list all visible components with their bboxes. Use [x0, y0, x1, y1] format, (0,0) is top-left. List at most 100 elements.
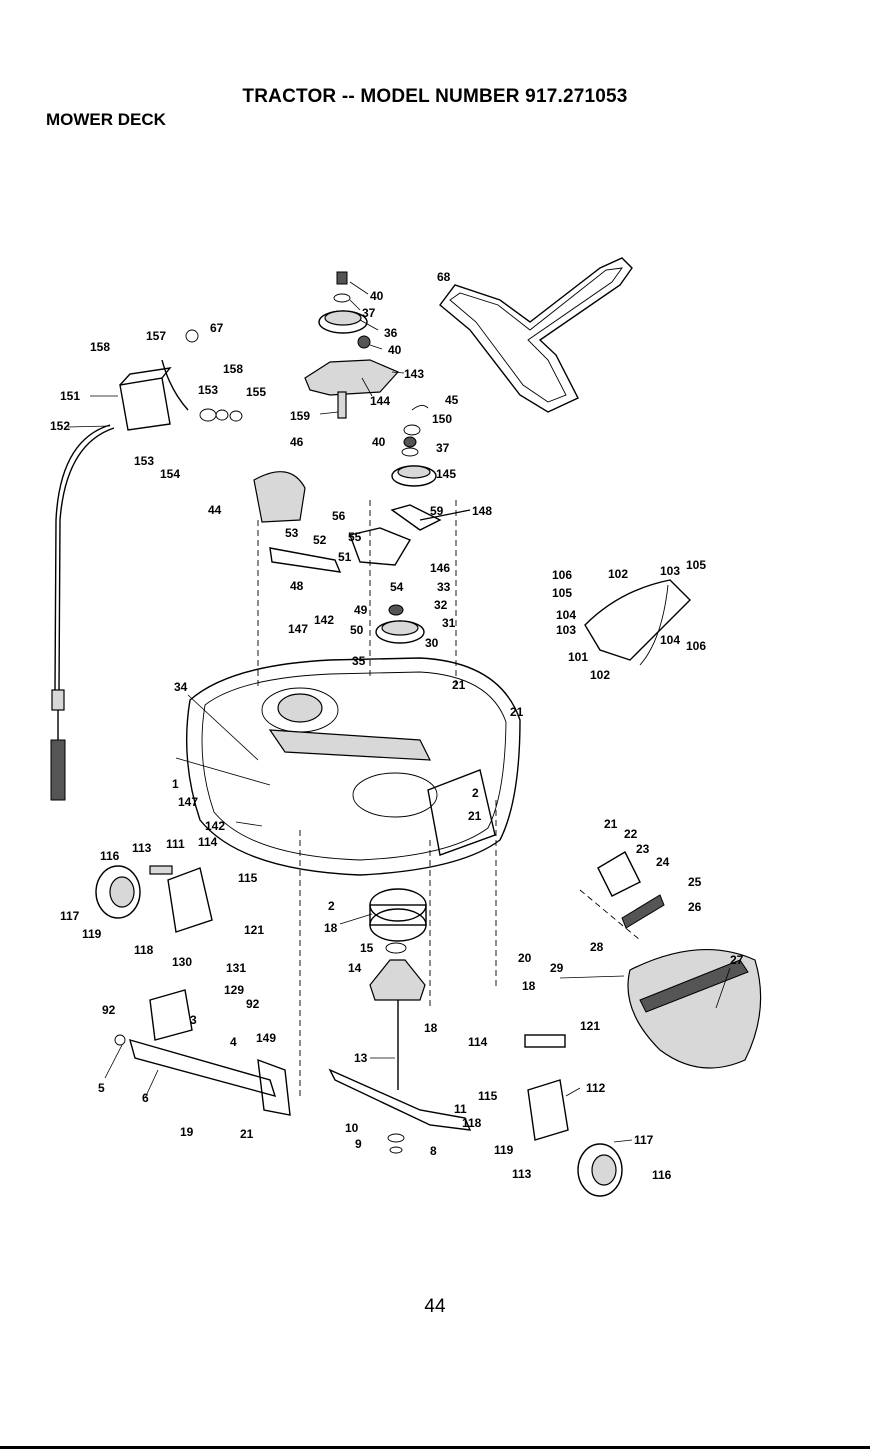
callout-label: 4: [230, 1035, 237, 1049]
callout-label: 32: [434, 598, 448, 612]
callout-label: 117: [634, 1133, 654, 1147]
callout-label: 148: [472, 504, 492, 518]
callout-label: 151: [60, 389, 80, 403]
callout-label: 119: [494, 1143, 514, 1157]
callout-label: 115: [478, 1089, 498, 1103]
callout-label: 50: [350, 623, 364, 637]
callout-label: 103: [660, 564, 680, 578]
callout-label: 154: [160, 467, 180, 481]
callout-label: 40: [388, 343, 402, 357]
leader-lines: [67, 281, 731, 1143]
callout-label: 112: [586, 1081, 606, 1095]
callout-label: 145: [436, 467, 456, 481]
callout-label: 92: [102, 1003, 116, 1017]
callout-label: 157: [146, 329, 166, 343]
callout-label: 22: [624, 827, 638, 841]
callout-label: 5: [98, 1081, 105, 1095]
callout-label: 104: [556, 608, 576, 622]
callout-label: 49: [354, 603, 368, 617]
callout-label: 37: [362, 306, 376, 320]
callout-label: 102: [608, 567, 628, 581]
callout-label: 118: [134, 943, 154, 957]
page-title: TRACTOR -- MODEL NUMBER 917.271053: [242, 86, 628, 107]
callout-label: 113: [512, 1167, 532, 1181]
callout-label: 143: [404, 367, 424, 381]
callout-label: 114: [468, 1035, 488, 1049]
belt-guard-and-idler: [253, 471, 471, 644]
callout-label: 153: [134, 454, 154, 468]
callout-label: 56: [332, 509, 346, 523]
callout-label: 103: [556, 623, 576, 637]
section-heading: MOWER DECK: [46, 110, 166, 129]
callout-label: 55: [348, 530, 362, 544]
callout-label: 35: [352, 654, 366, 668]
callout-label: 19: [180, 1125, 194, 1139]
callout-label: 158: [223, 362, 243, 376]
callout-label: 21: [240, 1127, 254, 1141]
callout-label: 11: [454, 1102, 467, 1116]
callout-label: 67: [210, 321, 224, 335]
front-lift-link: [114, 989, 291, 1116]
spindle-and-blade: [328, 888, 472, 1154]
callout-label: 46: [290, 435, 304, 449]
callout-label: 106: [552, 568, 572, 582]
callout-label: 1: [172, 777, 179, 791]
callout-label: 21: [468, 809, 482, 823]
callout-labels: 68 40 37 36 40 143 144 45 150 159 40 37 …: [50, 270, 744, 1182]
callout-label: 40: [372, 435, 386, 449]
callout-label: 9: [355, 1137, 362, 1151]
callout-label: 45: [445, 393, 459, 407]
callout-label: 152: [50, 419, 70, 433]
callout-label: 142: [205, 819, 225, 833]
callout-label: 59: [430, 504, 444, 518]
left-gauge-wheel: [95, 865, 213, 933]
callout-label: 130: [172, 955, 192, 969]
callout-label: 116: [652, 1168, 672, 1182]
callout-label: 101: [568, 650, 588, 664]
deflector-shield: [584, 579, 691, 666]
callout-label: 21: [510, 705, 524, 719]
callout-label: 111: [166, 837, 185, 851]
lift-cable-assembly: [50, 329, 243, 801]
callout-label: 21: [604, 817, 618, 831]
belt-illustration: [439, 257, 633, 413]
callout-label: 14: [348, 961, 362, 975]
callout-label: 48: [290, 579, 304, 593]
callout-label: 106: [686, 639, 706, 653]
callout-label: 18: [522, 979, 536, 993]
callout-label: 29: [550, 961, 564, 975]
callout-label: 105: [552, 586, 572, 600]
callout-label: 10: [345, 1121, 359, 1135]
callout-label: 13: [354, 1051, 368, 1065]
callout-label: 147: [178, 795, 198, 809]
callout-label: 26: [688, 900, 702, 914]
callout-label: 36: [384, 326, 398, 340]
callout-label: 31: [442, 616, 456, 630]
callout-label: 3: [190, 1013, 197, 1027]
callout-label: 25: [688, 875, 702, 889]
callout-label: 102: [590, 668, 610, 682]
callout-label: 144: [370, 394, 390, 408]
callout-label: 15: [360, 941, 374, 955]
callout-label: 114: [198, 835, 218, 849]
callout-label: 68: [437, 270, 451, 284]
callout-label: 131: [226, 961, 246, 975]
callout-label: 8: [430, 1144, 437, 1158]
callout-label: 40: [370, 289, 384, 303]
callout-label: 52: [313, 533, 327, 547]
page-number: 44: [424, 1296, 446, 1317]
callout-label: 2: [328, 899, 335, 913]
callout-label: 37: [436, 441, 450, 455]
callout-label: 92: [246, 997, 260, 1011]
callout-label: 27: [730, 953, 744, 967]
callout-label: 121: [244, 923, 264, 937]
callout-label: 34: [174, 680, 188, 694]
callout-label: 142: [314, 613, 334, 627]
callout-label: 18: [424, 1021, 438, 1035]
callout-label: 18: [324, 921, 338, 935]
callout-label: 158: [90, 340, 110, 354]
callout-label: 129: [224, 983, 244, 997]
callout-label: 150: [432, 412, 452, 426]
callout-label: 117: [60, 909, 80, 923]
